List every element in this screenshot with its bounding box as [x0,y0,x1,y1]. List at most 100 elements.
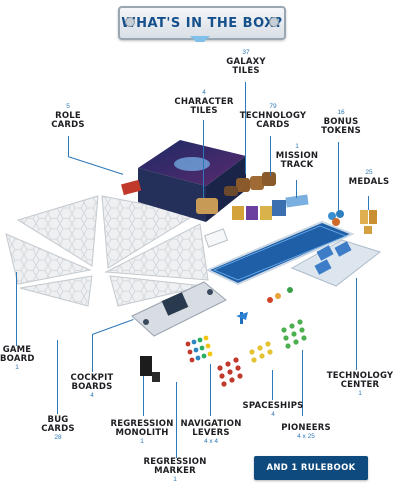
leader-technology-cards [270,136,271,176]
name-mission-track-2: TRACK [280,159,314,170]
technology-cards [232,200,286,220]
name-cockpit-boards-1: COCKPIT [70,373,114,383]
pioneers-red [217,357,243,387]
leader-bonus-tokens [338,142,339,212]
name-regression-monolith-1: REGRESSION [110,419,174,429]
name-technology-center-2: CENTER [340,379,380,390]
leader-regression-monolith [143,376,144,416]
leader-game-board [16,272,17,346]
label-character-tiles: 4 CHARACTER TILES [168,89,240,116]
pioneers-yellow [249,341,273,363]
qty-character-tiles: 4 [202,89,206,96]
name-game-board-2: BOARD [0,353,35,364]
title-banner: WHAT'S IN THE BOX? [118,6,286,40]
character-tiles [196,198,218,214]
qty-medals: 25 [365,169,373,176]
name-mission-track-1: MISSION [275,150,319,161]
qty-role-cards: 5 [66,103,70,110]
qty-technology-center: 1 [358,389,362,397]
spaceships-small [267,287,293,303]
name-role-cards-1: ROLE [55,110,81,121]
cockpit-board [131,281,227,337]
qty-bug-cards: 28 [54,433,62,441]
qty-mission-track: 1 [295,143,299,150]
label-technology-center: TECHNOLOGY CENTER 1 [326,372,394,398]
label-galaxy-tiles: 37 GALAXY TILES [218,49,274,76]
label-regression-marker: REGRESSION MARKER 1 [142,458,208,484]
qty-navigation-levers: 4 x 4 [203,437,219,445]
mission-board [205,220,355,286]
regression-marker [152,372,160,382]
name-bug-cards-1: BUG [47,415,69,425]
label-spaceships: SPACESHIPS 4 [240,402,306,419]
medals [360,210,377,234]
label-pioneers: PIONEERS 4 x 25 [280,424,332,441]
rulebook-banner: AND 1 RULEBOOK [254,456,368,480]
game-board [5,195,209,307]
name-bonus-tokens-1: BONUS [323,116,359,127]
name-cockpit-boards-2: BOARDS [71,381,113,392]
label-cockpit-boards: COCKPIT BOARDS 4 [66,374,118,400]
qty-technology-cards: 79 [269,103,277,110]
label-technology-cards: 79 TECHNOLOGY CARDS [238,103,308,130]
name-regression-monolith-2: MONOLITH [115,427,169,438]
name-medals-1: MEDALS [348,176,390,187]
leader-regression-marker [176,382,177,458]
leader-character-tiles [203,120,204,198]
qty-galaxy-tiles: 37 [242,49,250,56]
qty-cockpit-boards: 4 [90,391,94,399]
name-spaceships-1: SPACESHIPS [242,401,304,411]
name-game-board-1: GAME [2,345,32,355]
mission-track [285,194,309,208]
page-title: WHAT'S IN THE BOX? [121,15,283,31]
qty-spaceships: 4 [271,410,275,418]
name-technology-cards-1: TECHNOLOGY [239,110,307,121]
bonus-tokens [328,210,344,226]
name-galaxy-tiles-2: TILES [232,65,260,76]
regression-monolith [140,356,152,376]
qty-regression-marker: 1 [173,475,177,483]
technology-center-board [290,239,382,287]
leader-role-cards-v [68,136,69,156]
name-role-cards-2: CARDS [51,119,85,130]
qty-game-board: 1 [15,363,19,371]
label-navigation-levers: NAVIGATION LEVERS 4 x 4 [178,420,244,446]
leader-bug-cards [57,340,58,414]
bug-card-sample [203,228,229,248]
label-game-board: GAME BOARD 1 [0,346,34,372]
leader-medals [368,196,369,210]
navigation-levers [185,335,213,363]
pioneers-green [281,319,307,349]
name-technology-center-1: TECHNOLOGY [326,371,394,381]
name-technology-cards-2: CARDS [256,119,290,130]
name-galaxy-tiles-1: GALAXY [226,56,266,67]
banner-tab [190,36,210,42]
name-navigation-levers-2: LEVERS [192,427,230,438]
qty-bonus-tokens: 16 [337,109,345,116]
label-bonus-tokens: 16 BONUS TOKENS [318,109,364,136]
leader-mission-track [296,180,297,198]
qty-regression-monolith: 1 [140,437,144,445]
name-character-tiles-1: CHARACTER [174,96,234,107]
name-regression-marker-2: MARKER [154,465,196,476]
label-bug-cards: BUG CARDS 28 [38,416,78,442]
name-bug-cards-2: CARDS [41,423,75,434]
galaxy-tiles [224,172,276,196]
qty-pioneers: 4 x 25 [297,432,315,440]
leader-galaxy-tiles [245,82,246,174]
name-navigation-levers-1: NAVIGATION [180,419,242,429]
label-mission-track: 1 MISSION TRACK [274,143,320,170]
name-character-tiles-2: TILES [190,105,218,116]
leader-navigation-levers [210,364,211,416]
leader-technology-center [356,278,357,370]
label-regression-monolith: REGRESSION MONOLITH 1 [108,420,176,446]
label-medals: 25 MEDALS [348,169,390,187]
name-pioneers-1: PIONEERS [281,423,331,433]
name-bonus-tokens-2: TOKENS [321,125,361,136]
rulebook-label: AND 1 RULEBOOK [266,463,356,473]
leader-pioneers [302,350,303,416]
name-regression-marker-1: REGRESSION [143,457,207,467]
role-cards [121,179,142,196]
